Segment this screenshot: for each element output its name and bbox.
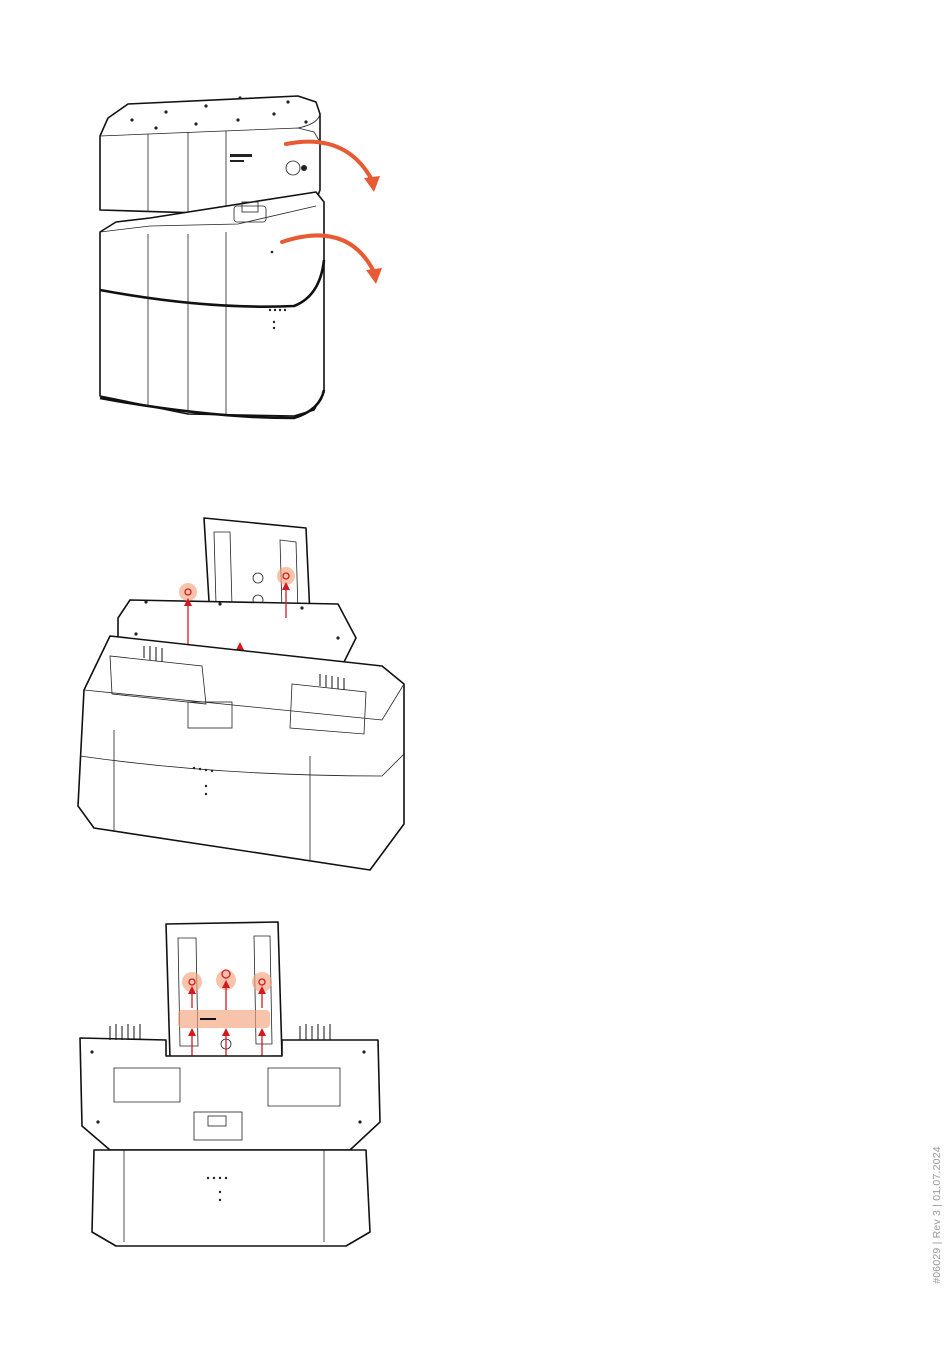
base-unit [80, 1024, 380, 1246]
cover-plate-illustration [70, 506, 415, 882]
document-reference: #06029 | Rev 3 | 01.07.2024 [931, 1146, 943, 1284]
bracket-screws-illustration [70, 916, 390, 1254]
base-unit [78, 636, 404, 870]
battery-stack-illustration [88, 84, 388, 428]
bottom-module [100, 192, 324, 418]
